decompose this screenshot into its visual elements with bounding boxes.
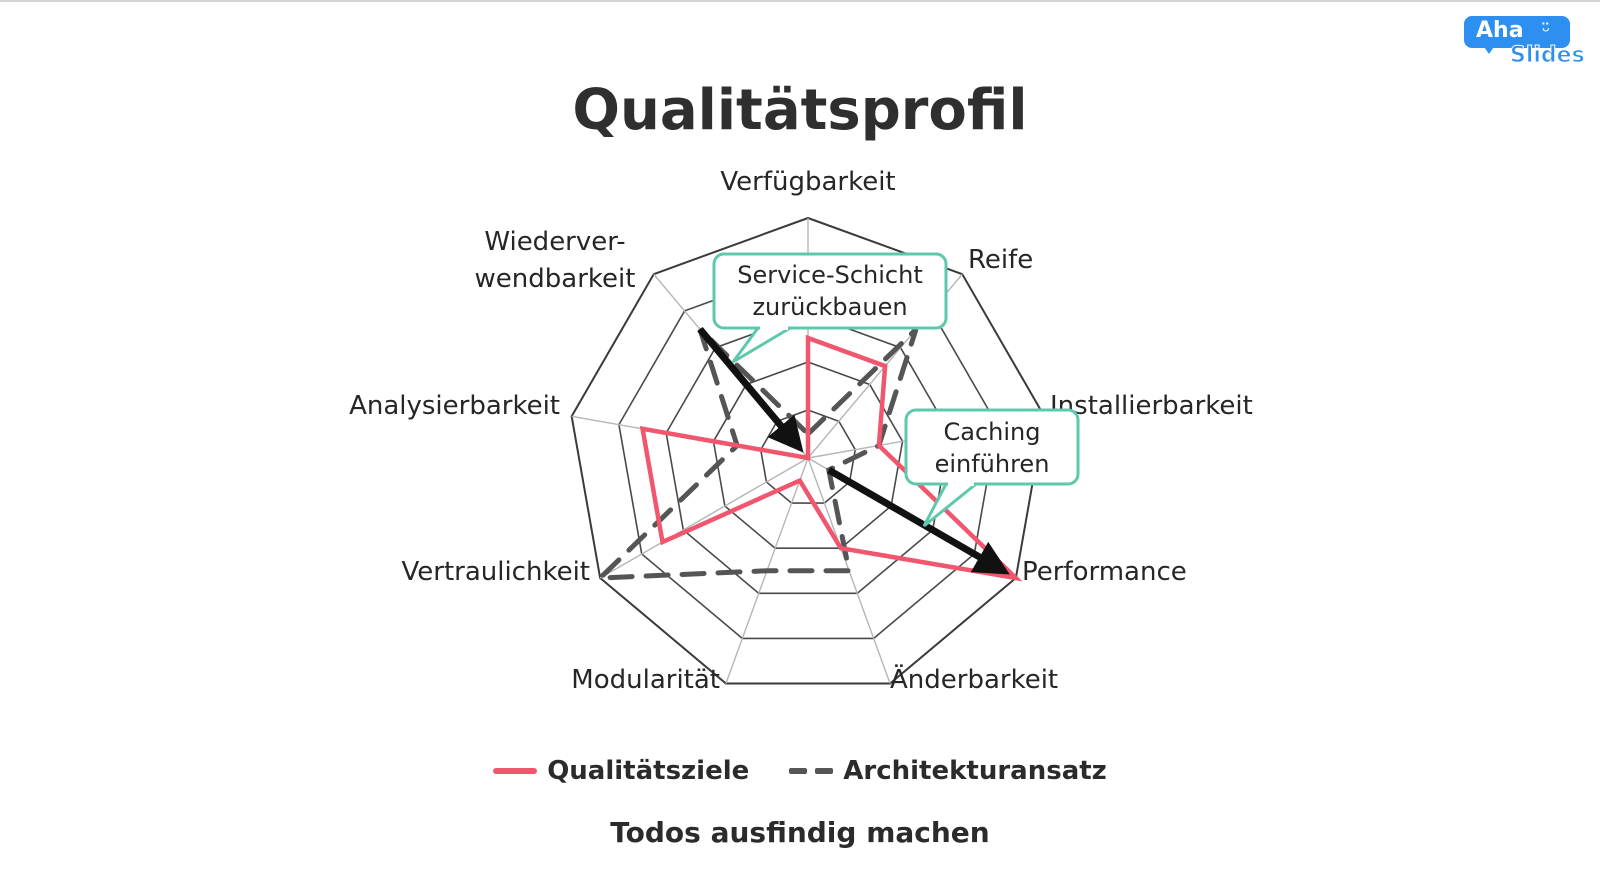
logo-bubble [1464, 16, 1570, 48]
callout-service-schicht: Service-Schicht zurückbauen [712, 252, 948, 364]
grid-spoke-vertraulichkeit [599, 457, 809, 579]
logo-bubble-tail [1482, 44, 1496, 54]
axis-label-wiederverwendbarkeit-line-1: Wiederver- [484, 227, 625, 257]
legend-label-architekturansatz: Architekturansatz [843, 756, 1107, 786]
callout-tail [731, 326, 796, 364]
grid-ring-2 [712, 361, 904, 550]
axis-label-aenderbarkeit: Änderbarkeit [890, 663, 1058, 695]
top-divider [0, 0, 1600, 2]
chart-title: Qualitätsprofil [572, 78, 1028, 143]
legend-item-qualitaetsziele: Qualitätsziele [493, 756, 749, 786]
logo-text-aha: Aha [1476, 18, 1524, 43]
axis-label-analysierbarkeit: Analysierbarkeit [349, 391, 560, 421]
grid-ring-4 [618, 265, 998, 640]
grid-ring-5 [570, 216, 1046, 685]
callout-tail [922, 482, 981, 528]
logo-text-slides: Slides [1510, 43, 1586, 69]
arrow-wiederverwendbarkeit [697, 327, 804, 453]
logo-smile-icon: ᵕ̈ [1542, 19, 1551, 43]
legend: Qualitätsziele Architekturansatz [0, 756, 1600, 786]
grid-ring-3 [665, 313, 951, 595]
axis-label-reife: Reife [968, 245, 1033, 275]
callout-box [712, 252, 948, 330]
axis-labels: VerfügbarkeitReifeInstallierbarkeitPerfo… [349, 167, 1253, 695]
axis-label-wiederverwendbarkeit-line-2: wendbarkeit [475, 264, 636, 294]
callout-box [904, 408, 1080, 486]
axis-label-performance: Performance [1022, 557, 1187, 587]
chart-subtitle: Todos ausfindig machen [610, 816, 990, 849]
arrow-performance [827, 466, 1010, 575]
callout-text-line-2: einführen [935, 450, 1050, 478]
callout-caching: Caching einführen [904, 408, 1080, 528]
callout-text-line-1: Caching [944, 418, 1041, 446]
radar-series [593, 327, 1023, 582]
callout-text-line-2: zurückbauen [752, 293, 907, 321]
legend-swatch-dashed [789, 768, 834, 774]
callout-text-line-1: Service-Schicht [737, 261, 922, 289]
series-architekturansatz [593, 327, 919, 581]
arrow-layer [697, 327, 1010, 575]
ahaslides-logo: Aha ᵕ̈ Slides [1464, 16, 1588, 72]
axis-label-verfuegbarkeit: Verfügbarkeit [720, 167, 895, 197]
legend-swatch-solid [493, 768, 538, 774]
axis-label-vertraulichkeit: Vertraulichkeit [401, 557, 590, 587]
series-qualitaetsziele [639, 334, 1023, 582]
legend-item-architekturansatz: Architekturansatz [789, 756, 1107, 786]
radar-chart: VerfügbarkeitReifeInstallierbarkeitPerfo… [349, 167, 1253, 695]
axis-label-modularitaet: Modularität [571, 665, 720, 695]
legend-label-qualitaetsziele: Qualitätsziele [547, 756, 750, 786]
axis-label-installierbarkeit: Installierbarkeit [1050, 391, 1253, 421]
